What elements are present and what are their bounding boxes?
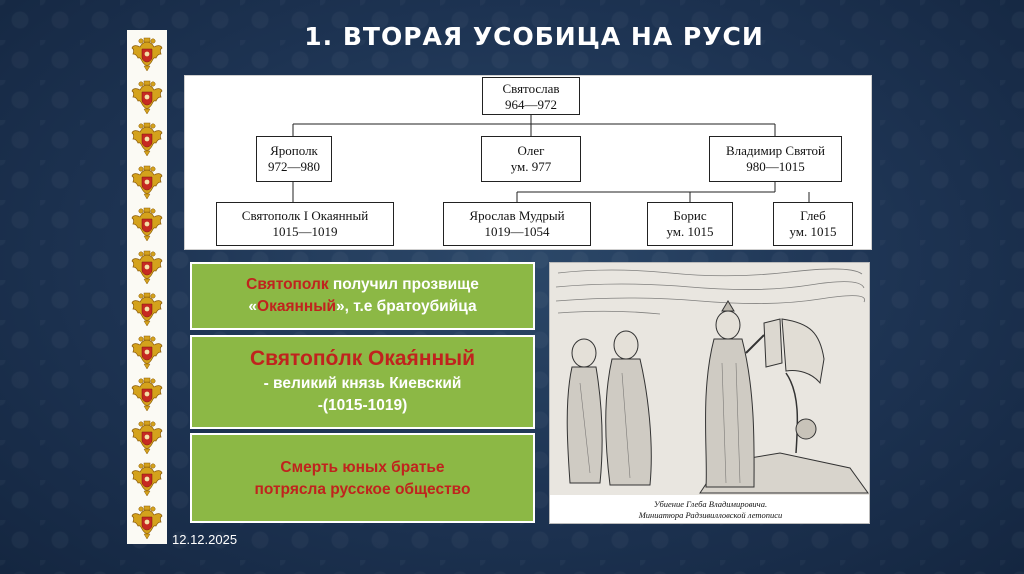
coat-of-arms-icon xyxy=(131,291,163,327)
tree-node-svyatoslav: Святослав 964—972 xyxy=(482,77,580,115)
slide-title: 1. ВТОРАЯ УСОБИЦА НА РУСИ xyxy=(304,22,764,51)
chronicle-miniature: Убиение Глеба Владимировича. Миниатюра Р… xyxy=(549,262,870,524)
coat-of-arms-icon xyxy=(131,36,163,72)
family-tree-diagram: Святослав 964—972 Ярополк 972—980 Олег у… xyxy=(184,75,872,250)
caption-line-2: Миниатюра Радзивилловской летописи xyxy=(638,510,783,520)
tree-node-gleb: Глеб ум. 1015 xyxy=(773,202,853,246)
node-name: Ярополк xyxy=(270,143,318,158)
prince-title: - великий князь Киевский xyxy=(263,375,462,392)
tree-node-yaroslav: Ярослав Мудрый 1019—1054 xyxy=(443,202,591,246)
miniature-caption: Убиение Глеба Владимировича. Миниатюра Р… xyxy=(550,499,871,521)
node-years: 980—1015 xyxy=(746,159,805,174)
consequence-box: Смерть юных братье потрясла русское обще… xyxy=(190,433,535,523)
node-years: ум. 1015 xyxy=(666,224,714,239)
tree-node-oleg: Олег ум. 977 xyxy=(481,136,581,182)
node-years: 1019—1054 xyxy=(484,224,550,239)
quote-open: « xyxy=(248,298,258,315)
nickname-box: Святополк получил прозвище «Окаянный», т… xyxy=(190,262,535,330)
coat-of-arms-icon xyxy=(131,461,163,497)
miniature-image xyxy=(550,263,869,495)
caption-line-1: Убиение Глеба Владимировича. xyxy=(653,499,768,509)
nickname-text-2: », т.е братоубийца xyxy=(335,298,477,315)
nickname-line-1: Святополк получил прозвище xyxy=(192,274,533,296)
node-years: 1015—1019 xyxy=(272,224,338,239)
node-name: Борис xyxy=(673,208,707,223)
tree-connectors xyxy=(292,108,810,202)
tree-node-vladimir: Владимир Святой 980—1015 xyxy=(709,136,842,182)
node-name: Владимир Святой xyxy=(725,143,826,158)
node-years: ум. 1015 xyxy=(789,224,837,239)
node-years: 972—980 xyxy=(268,159,320,174)
nickname-text-1: получил прозвище xyxy=(328,276,479,293)
tree-node-yaropolk: Ярополк 972—980 xyxy=(256,136,332,182)
node-name: Ярослав Мудрый xyxy=(469,208,565,223)
coat-of-arms-icon xyxy=(131,504,163,540)
nickname-word: Окаянный xyxy=(257,298,336,315)
node-name: Святослав xyxy=(502,81,560,96)
consequence-line-2: потрясла русское общество xyxy=(254,481,471,498)
node-name: Олег xyxy=(517,143,545,158)
coat-of-arms-icon xyxy=(131,164,163,200)
node-years: 964—972 xyxy=(505,97,557,112)
node-years: ум. 977 xyxy=(510,159,552,174)
coat-of-arms-icon xyxy=(131,206,163,242)
slide-date: 12.12.2025 xyxy=(172,532,238,547)
prince-reign: -(1015-1019) xyxy=(317,397,408,414)
prince-heading: Святопо́лк Окая́нный xyxy=(249,347,476,370)
tree-node-boris: Борис ум. 1015 xyxy=(647,202,733,246)
coat-of-arms-icon xyxy=(131,334,163,370)
coat-of-arms-icon xyxy=(131,376,163,412)
coat-of-arms-icon xyxy=(131,79,163,115)
coat-of-arms-icon xyxy=(131,249,163,285)
coat-of-arms-icon xyxy=(131,121,163,157)
coat-of-arms-strip: (function(){ var strip = document.curren… xyxy=(127,30,167,544)
coat-of-arms-icon xyxy=(131,419,163,455)
nickname-line-2: «Окаянный», т.е братоубийца xyxy=(192,296,533,318)
node-name: Глеб xyxy=(800,208,826,223)
tree-node-svyatopolk: Святополк I Окаянный 1015—1019 xyxy=(216,202,394,246)
node-name: Святополк I Окаянный xyxy=(241,208,369,223)
prince-name: Святополк xyxy=(246,276,329,293)
consequence-line-1: Смерть юных братье xyxy=(280,459,445,476)
prince-info-box: Святопо́лк Окая́нный - великий князь Кие… xyxy=(190,335,535,429)
